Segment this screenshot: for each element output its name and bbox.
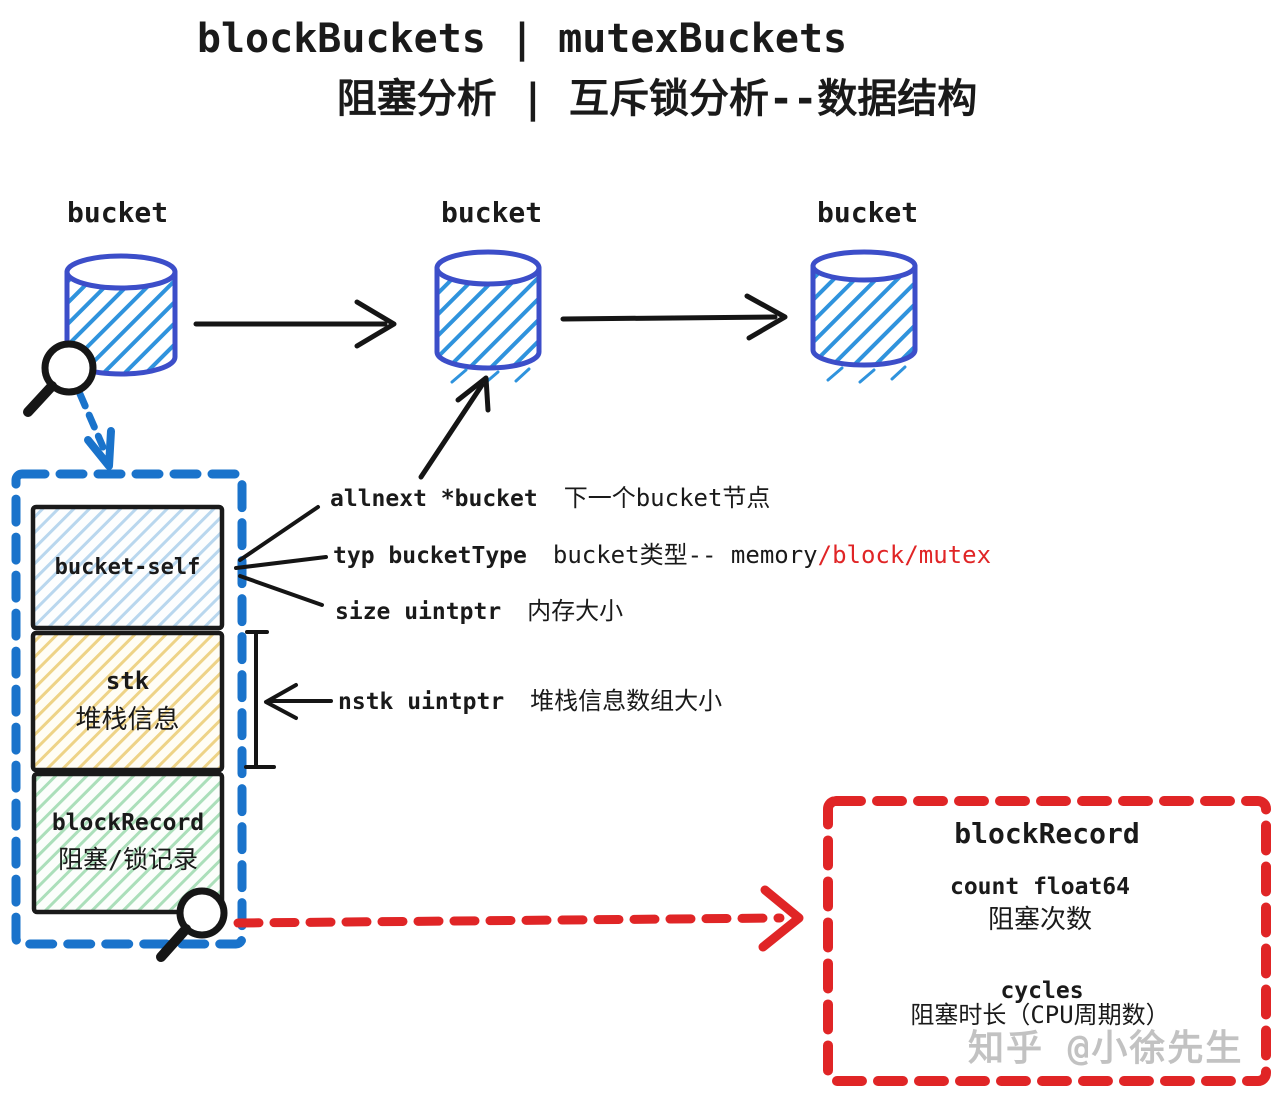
record-detail-title: blockRecord: [954, 817, 1140, 850]
bucket-self-box: [30, 504, 225, 631]
watermark: 知乎 @小徐先生: [968, 1028, 1244, 1069]
allnext-code: allnext *bucket: [330, 486, 538, 512]
magnifier-icon-top: [23, 340, 97, 417]
field-pointer-lines: [234, 505, 328, 607]
size-code: size uintptr: [335, 599, 502, 625]
bucket-link-arrow-2: [560, 293, 788, 341]
record-cycles-code: cycles: [1000, 978, 1084, 1004]
magnifier-icon-bottom: [156, 887, 228, 962]
bucket-cylinder-1: [64, 253, 178, 377]
record-count-desc: 阻塞次数: [987, 905, 1093, 935]
stk-bracket: [244, 630, 276, 769]
bucket-cylinder-2: [434, 249, 542, 386]
typ-code: typ bucketType: [333, 543, 527, 569]
block-record-label-wrap: blockRecord 阻塞/锁记录: [34, 774, 222, 912]
record-count-code: count float64: [949, 874, 1131, 900]
nstk-code: nstk uintptr: [338, 689, 505, 715]
bucket-label-2: bucket: [441, 196, 543, 229]
field-row-allnext: allnext *bucket 下一个bucket节点: [330, 484, 771, 513]
stk-box: [30, 630, 225, 773]
nstk-desc: 堆栈信息数组大小: [530, 687, 723, 715]
field-row-typ: typ bucketType bucket类型-- memory/block/mu…: [333, 541, 992, 570]
bucket-label-3: bucket: [817, 196, 919, 229]
block-record-desc: 阻塞/锁记录: [57, 845, 199, 874]
nstk-arrow: [264, 683, 333, 720]
bucket-label-1: bucket: [67, 196, 169, 229]
record-dashed-arrow: [233, 885, 804, 952]
stk-desc: 堆栈信息: [75, 705, 180, 735]
page-title-en: blockBuckets | mutexBuckets: [196, 16, 848, 62]
stk-label: stk: [105, 667, 150, 695]
size-desc: 内存大小: [527, 597, 624, 625]
allnext-desc: 下一个bucket节点: [563, 484, 771, 512]
bucket-self-label-wrap: bucket-self: [33, 507, 222, 628]
field-row-nstk: nstk uintptr 堆栈信息数组大小: [338, 687, 723, 716]
bucket-cylinder-3: [810, 249, 918, 384]
struct-dashed-frame: [11, 469, 247, 949]
typ-desc: bucket类型-- memory: [552, 541, 818, 569]
record-dashed-frame: [823, 796, 1271, 1086]
block-record-box: [31, 771, 225, 915]
block-record-label: blockRecord: [51, 810, 205, 836]
record-cycles-desc: 阻塞时长（CPU周期数）: [910, 1001, 1170, 1029]
allnext-to-bucket-arrow: [418, 375, 491, 480]
page-title-zh: 阻塞分析 | 互斥锁分析--数据结构: [336, 76, 978, 122]
field-row-size: size uintptr 内存大小: [335, 597, 624, 626]
typ-desc-highlight: /block/mutex: [817, 541, 992, 569]
zoom-dashed-arrow: [76, 390, 115, 470]
bucket-link-arrow-1: [193, 299, 397, 349]
bucket-self-label: bucket-self: [54, 555, 201, 580]
stk-label-wrap: stk 堆栈信息: [33, 633, 222, 770]
